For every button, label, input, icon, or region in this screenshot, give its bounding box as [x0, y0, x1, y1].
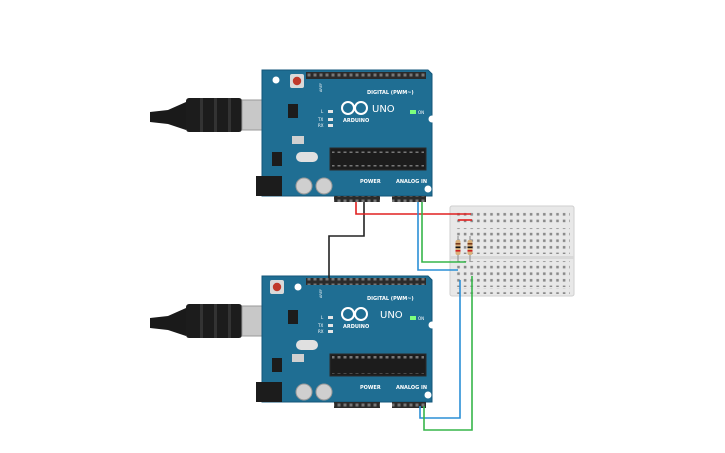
tx-label-top: TX	[317, 117, 323, 122]
aref-label-top: AREF	[319, 83, 323, 92]
digital-label-bottom: DIGITAL (PWM~)	[367, 296, 414, 302]
arduino-board-bottom[interactable]: UNO ARDUINO DIGITAL (PWM~) AREF L TX RX …	[256, 275, 436, 408]
wire-black-gnd[interactable]	[328, 202, 365, 278]
on-label-bottom: ON	[418, 316, 424, 321]
brand-uno-bottom: UNO	[380, 310, 403, 321]
microcontroller-chip-bottom	[329, 353, 427, 377]
wire-red-5v[interactable]	[355, 202, 471, 215]
wire-blue-bottom[interactable]	[419, 280, 461, 419]
rx-label-top: RX	[318, 123, 324, 128]
usb-cable-top[interactable]	[150, 98, 281, 132]
aref-label-bottom: AREF	[319, 289, 323, 298]
microcontroller-chip-top	[329, 147, 427, 171]
power-label-bottom: POWER	[360, 385, 381, 391]
wire-green-top[interactable]	[421, 202, 466, 263]
arduino-logo-icon	[341, 101, 368, 115]
arduino-board-top[interactable]: UNO ARDUINO DIGITAL (PWM~) AREF L TX RX …	[256, 69, 436, 202]
rx-label-bottom: RX	[318, 329, 324, 334]
resistor-2[interactable]	[467, 236, 473, 262]
dc-jack-bottom[interactable]	[256, 382, 282, 402]
power-label-top: POWER	[360, 179, 381, 185]
arduino-label-bottom: ARDUINO	[343, 324, 369, 330]
on-label-top: ON	[418, 110, 424, 115]
brand-uno-top: UNO	[372, 104, 395, 115]
arduino-label-top: ARDUINO	[343, 118, 369, 124]
tx-label-bottom: TX	[317, 323, 323, 328]
dc-jack-top[interactable]	[256, 176, 282, 196]
on-led-top	[410, 110, 416, 114]
l-label-bottom: L	[321, 315, 324, 320]
breadboard[interactable]	[449, 205, 575, 297]
analog-label-bottom: ANALOG IN	[396, 385, 427, 391]
arduino-logo-icon	[341, 307, 368, 321]
analog-label-top: ANALOG IN	[396, 179, 427, 185]
resistor-1[interactable]	[455, 236, 461, 262]
digital-label-top: DIGITAL (PWM~)	[367, 90, 414, 96]
on-led-bottom	[410, 316, 416, 320]
l-label-top: L	[321, 109, 324, 114]
usb-cable-bottom[interactable]	[150, 304, 281, 338]
wire-green-bottom[interactable]	[423, 276, 473, 431]
wire-blue-top[interactable]	[417, 202, 458, 271]
